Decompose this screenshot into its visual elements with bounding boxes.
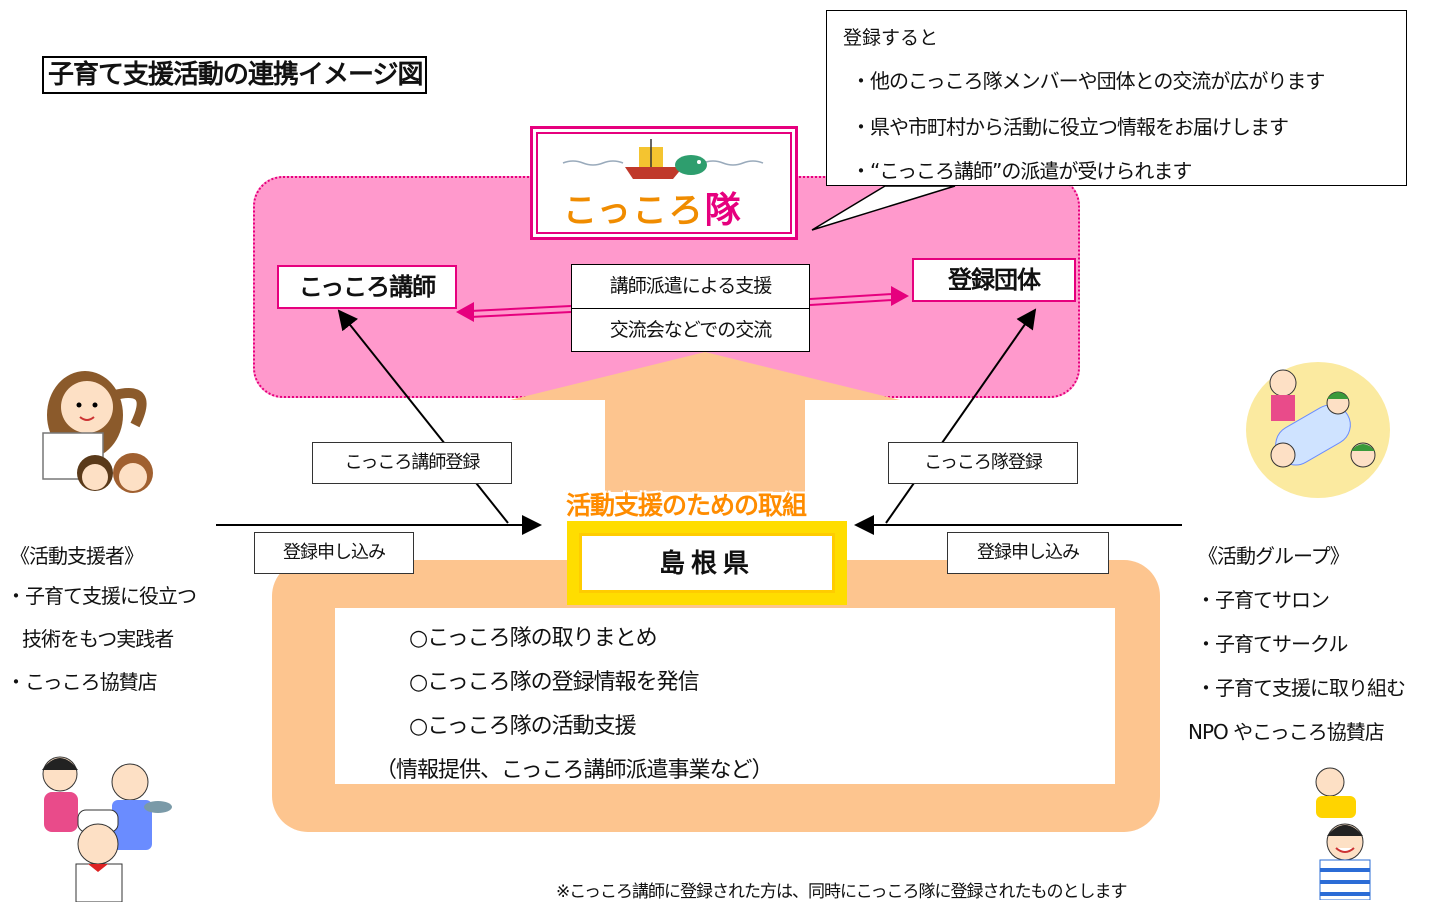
- group-item: ・子育て支援に取り組む: [1196, 676, 1406, 700]
- lecturer-register-arrow: [337, 309, 509, 524]
- group-registration-label: こっころ隊登録: [888, 442, 1078, 484]
- activity-item: ○こっころ隊の活動支援: [409, 714, 637, 739]
- group-item: ・子育てサークル: [1196, 632, 1348, 656]
- support-arrow-right: [809, 293, 894, 300]
- activity-list: ○こっころ隊の取りまとめ ○こっころ隊の登録情報を発信 ○こっころ隊の活動支援 …: [335, 608, 1115, 784]
- logo-kana: こっころ: [563, 191, 705, 231]
- apply-label-left: 登録申し込み: [254, 532, 414, 574]
- supporter-heading: 《活動支援者》: [10, 544, 144, 568]
- father-child-illustration-icon: [1315, 767, 1371, 900]
- callout-heading: 登録すると: [843, 27, 939, 49]
- ship-illustration-icon: [562, 139, 764, 179]
- mother-reading-illustration-icon: [42, 371, 153, 493]
- registered-group-box: 登録団体: [912, 258, 1076, 302]
- shop-staff-illustration-icon: [42, 756, 172, 902]
- support-dispatch: 講師派遣による支援: [572, 265, 809, 309]
- group-register-arrow: [885, 308, 1037, 524]
- diagram-title: 子育て支援活動の連携イメージ図: [42, 56, 427, 94]
- group-item: ・子育てサロン: [1196, 588, 1330, 612]
- support-initiatives-heading: 活動支援のための取組: [566, 491, 807, 520]
- support-exchange: 交流会などでの交流: [609, 319, 773, 341]
- footnote: ※こっころ講師に登録された方は、同時にこっころ隊に登録されたものとします: [556, 882, 1128, 902]
- shimane-prefecture-box: 島根県: [567, 521, 847, 605]
- callout-item: ・県や市町村から活動に役立つ情報をお届けします: [851, 115, 1289, 139]
- activity-item: （情報提供、こっころ講師派遣事業など）: [375, 758, 773, 783]
- supporter-item: 技術をもつ実践者: [22, 627, 174, 651]
- callout-item: ・“こっころ講師”の派遣が受けられます: [851, 159, 1192, 183]
- apply-label-right: 登録申し込み: [947, 532, 1109, 574]
- supporter-item: ・こっころ協賛店: [6, 670, 158, 694]
- prefecture-label: 島根県: [579, 533, 835, 593]
- children-playing-illustration-icon: [1246, 362, 1390, 498]
- kokkoro-lecturer-box: こっころ講師: [277, 265, 457, 309]
- support-arrow-left: [469, 305, 572, 312]
- group-item: NPO やこっころ協賛店: [1188, 720, 1385, 744]
- activity-item: ○こっころ隊の登録情報を発信: [409, 670, 700, 695]
- logo-text: こっころ隊: [563, 181, 743, 233]
- kokkoro-logo: こっころ隊: [530, 126, 798, 240]
- supporter-item: ・子育て支援に役立つ: [6, 584, 197, 608]
- upward-arrow: [510, 352, 900, 492]
- benefits-callout: 登録すると ・他のこっころ隊メンバーや団体との交流が広がります ・県や市町村から…: [826, 10, 1407, 186]
- group-heading: 《活動グループ》: [1198, 544, 1350, 568]
- lecturer-registration-label: こっころ講師登録: [312, 442, 512, 484]
- activity-item: ○こっころ隊の取りまとめ: [409, 626, 658, 651]
- logo-kanji: 隊: [704, 190, 743, 231]
- support-box: 講師派遣による支援 交流会などでの交流: [571, 264, 810, 352]
- callout-pointer: [811, 185, 956, 231]
- callout-item: ・他のこっころ隊メンバーや団体との交流が広がります: [851, 69, 1325, 93]
